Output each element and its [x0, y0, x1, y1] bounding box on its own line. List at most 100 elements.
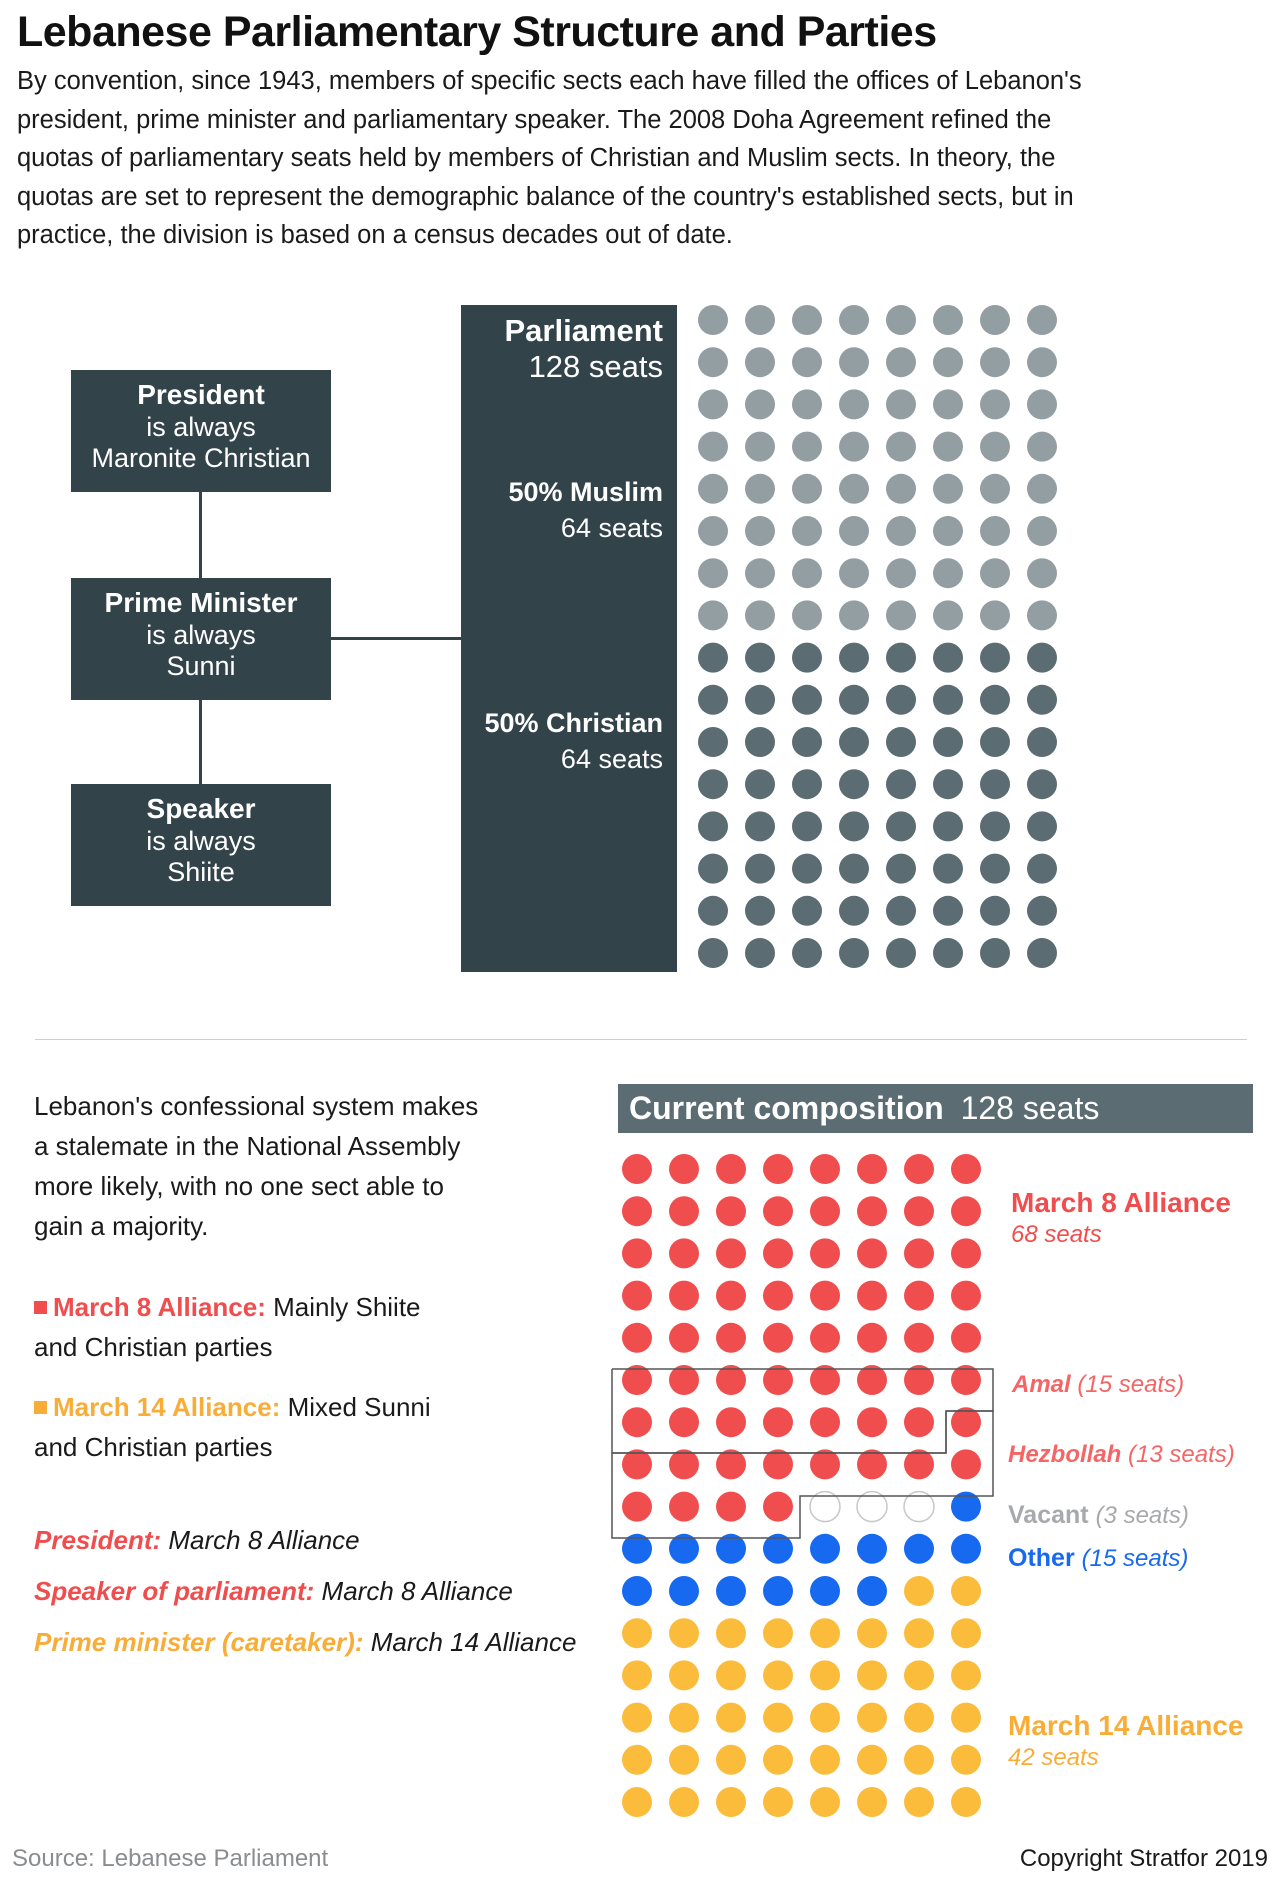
- muslim-seat-dot: [1027, 305, 1057, 335]
- muslim-seat-dot: [698, 516, 728, 546]
- march14-seat-dot: [951, 1618, 981, 1649]
- march8-seat-dot: [716, 1196, 746, 1227]
- march8-seat-dot: [951, 1154, 981, 1184]
- muslim-seat-dot: [1027, 516, 1057, 546]
- march8-seat-dot: [622, 1196, 652, 1227]
- muslim-seat-dot: [980, 473, 1010, 504]
- muslim-seat-dot: [839, 473, 869, 504]
- amal-seats: (15 seats): [1077, 1371, 1185, 1398]
- christian-seat-dot: [792, 727, 822, 757]
- intro-line: By convention, since 1943, members of sp…: [17, 67, 1082, 95]
- muslim-seat-dot: [886, 473, 916, 504]
- march14-seat-dot: [763, 1702, 793, 1733]
- christian-seat-dot: [745, 769, 775, 800]
- march14-seat-dot: [951, 1702, 981, 1733]
- march8-seat-dot: [622, 1491, 652, 1522]
- muslim-seat-dot: [980, 389, 1010, 420]
- march8-seat-dot: [904, 1280, 934, 1311]
- march8-seat-dot: [810, 1407, 840, 1438]
- march14-seat-dot: [669, 1660, 699, 1691]
- christian-seat-dot: [886, 769, 916, 800]
- christian-seat-dot: [980, 769, 1010, 800]
- march8-seat-dot: [810, 1154, 840, 1184]
- christian-seat-dot: [933, 642, 963, 673]
- other-seats: (15 seats): [1081, 1545, 1189, 1572]
- march8-seat-dot: [951, 1280, 981, 1311]
- prime-minister-box: Prime Minister is always Sunni: [71, 578, 331, 700]
- march8-seat-dot: [763, 1407, 793, 1438]
- other-seat-dot: [904, 1533, 934, 1564]
- christian-seats: 64 seats: [560, 744, 663, 774]
- march8-seat-dot: [622, 1449, 652, 1480]
- muslim-seats: 64 seats: [560, 513, 663, 543]
- march8-seat-dot: [763, 1196, 793, 1227]
- other-label: Other (15 seats): [1008, 1544, 1188, 1573]
- christian-seat-dot: [839, 895, 869, 926]
- march8-seat-dot: [763, 1449, 793, 1480]
- christian-seat-dot: [745, 895, 775, 926]
- christian-seat-dot: [886, 895, 916, 926]
- positions-list: President: March 8 Alliance Speaker of p…: [34, 1515, 576, 1668]
- march14-seat-dot: [669, 1618, 699, 1649]
- march8-seat-dot: [622, 1322, 652, 1353]
- march8-seat-dot: [622, 1407, 652, 1438]
- composition-seats: 128 seats: [960, 1090, 1100, 1126]
- march8-seat-dot: [857, 1280, 887, 1311]
- march14-seat-dot: [622, 1618, 652, 1649]
- muslim-seat-dot: [886, 431, 916, 462]
- march8-seat-dot: [810, 1280, 840, 1311]
- office-line: is always: [146, 826, 256, 856]
- christian-seat-dot: [980, 811, 1010, 842]
- march8-seat-dot: [669, 1196, 699, 1227]
- muslim-seat-dot: [980, 431, 1010, 462]
- muslim-seat-dot: [745, 431, 775, 462]
- intro-paragraph: By convention, since 1943, members of sp…: [17, 62, 1257, 255]
- march14-seat-dot: [857, 1660, 887, 1691]
- march8-seat-dot: [904, 1365, 934, 1395]
- march14-seat-dot: [904, 1702, 934, 1733]
- march8-seat-dot: [669, 1491, 699, 1522]
- hezbollah-group-outline: [611, 1410, 994, 1539]
- christian-seat-dot: [698, 811, 728, 842]
- muslim-seat-dot: [792, 473, 822, 504]
- christian-seat-dot: [933, 684, 963, 715]
- march14-seat-dot: [951, 1576, 981, 1606]
- christian-seat-dot: [745, 727, 775, 757]
- march8-seat-dot: [810, 1449, 840, 1480]
- muslim-seat-dot: [792, 600, 822, 631]
- march14-seat-dot: [904, 1744, 934, 1775]
- christian-seat-dot: [839, 938, 869, 968]
- legend-desc: and Christian parties: [34, 1432, 273, 1462]
- march8-seat-dot: [763, 1280, 793, 1311]
- christian-seat-dot: [698, 642, 728, 673]
- muslim-seat-dot: [792, 305, 822, 335]
- march14-name: March 14 Alliance: [1008, 1710, 1244, 1741]
- christian-seat-dot: [1027, 727, 1057, 757]
- march8-seat-dot: [716, 1407, 746, 1438]
- muslim-seat-dot: [1027, 389, 1057, 420]
- christian-seat-dot: [698, 938, 728, 968]
- march8-seat-dot: [904, 1238, 934, 1269]
- muslim-seat-dot: [980, 600, 1010, 631]
- christian-seat-dot: [886, 853, 916, 884]
- muslim-seat-dot: [745, 558, 775, 589]
- march8-seat-dot: [716, 1365, 746, 1395]
- christian-seat-dot: [886, 642, 916, 673]
- march14-seat-dot: [857, 1744, 887, 1775]
- muslim-seat-dot: [698, 389, 728, 420]
- march14-seat-dot: [951, 1744, 981, 1775]
- march14-seat-dot: [716, 1744, 746, 1775]
- march14-seat-dot: [810, 1618, 840, 1649]
- christian-seat-dot: [886, 938, 916, 968]
- christian-seat-dot: [1027, 938, 1057, 968]
- muslim-seat-dot: [933, 600, 963, 631]
- march14-seat-dot: [904, 1660, 934, 1691]
- christian-seat-dot: [698, 684, 728, 715]
- christian-seat-dot: [933, 811, 963, 842]
- muslim-seat-dot: [1027, 600, 1057, 631]
- office-title: President: [137, 379, 265, 410]
- christian-seat-dot: [980, 642, 1010, 673]
- march8-seat-dot: [622, 1238, 652, 1269]
- position-value: March 14 Alliance: [370, 1627, 577, 1657]
- muslim-seat-dot: [980, 558, 1010, 589]
